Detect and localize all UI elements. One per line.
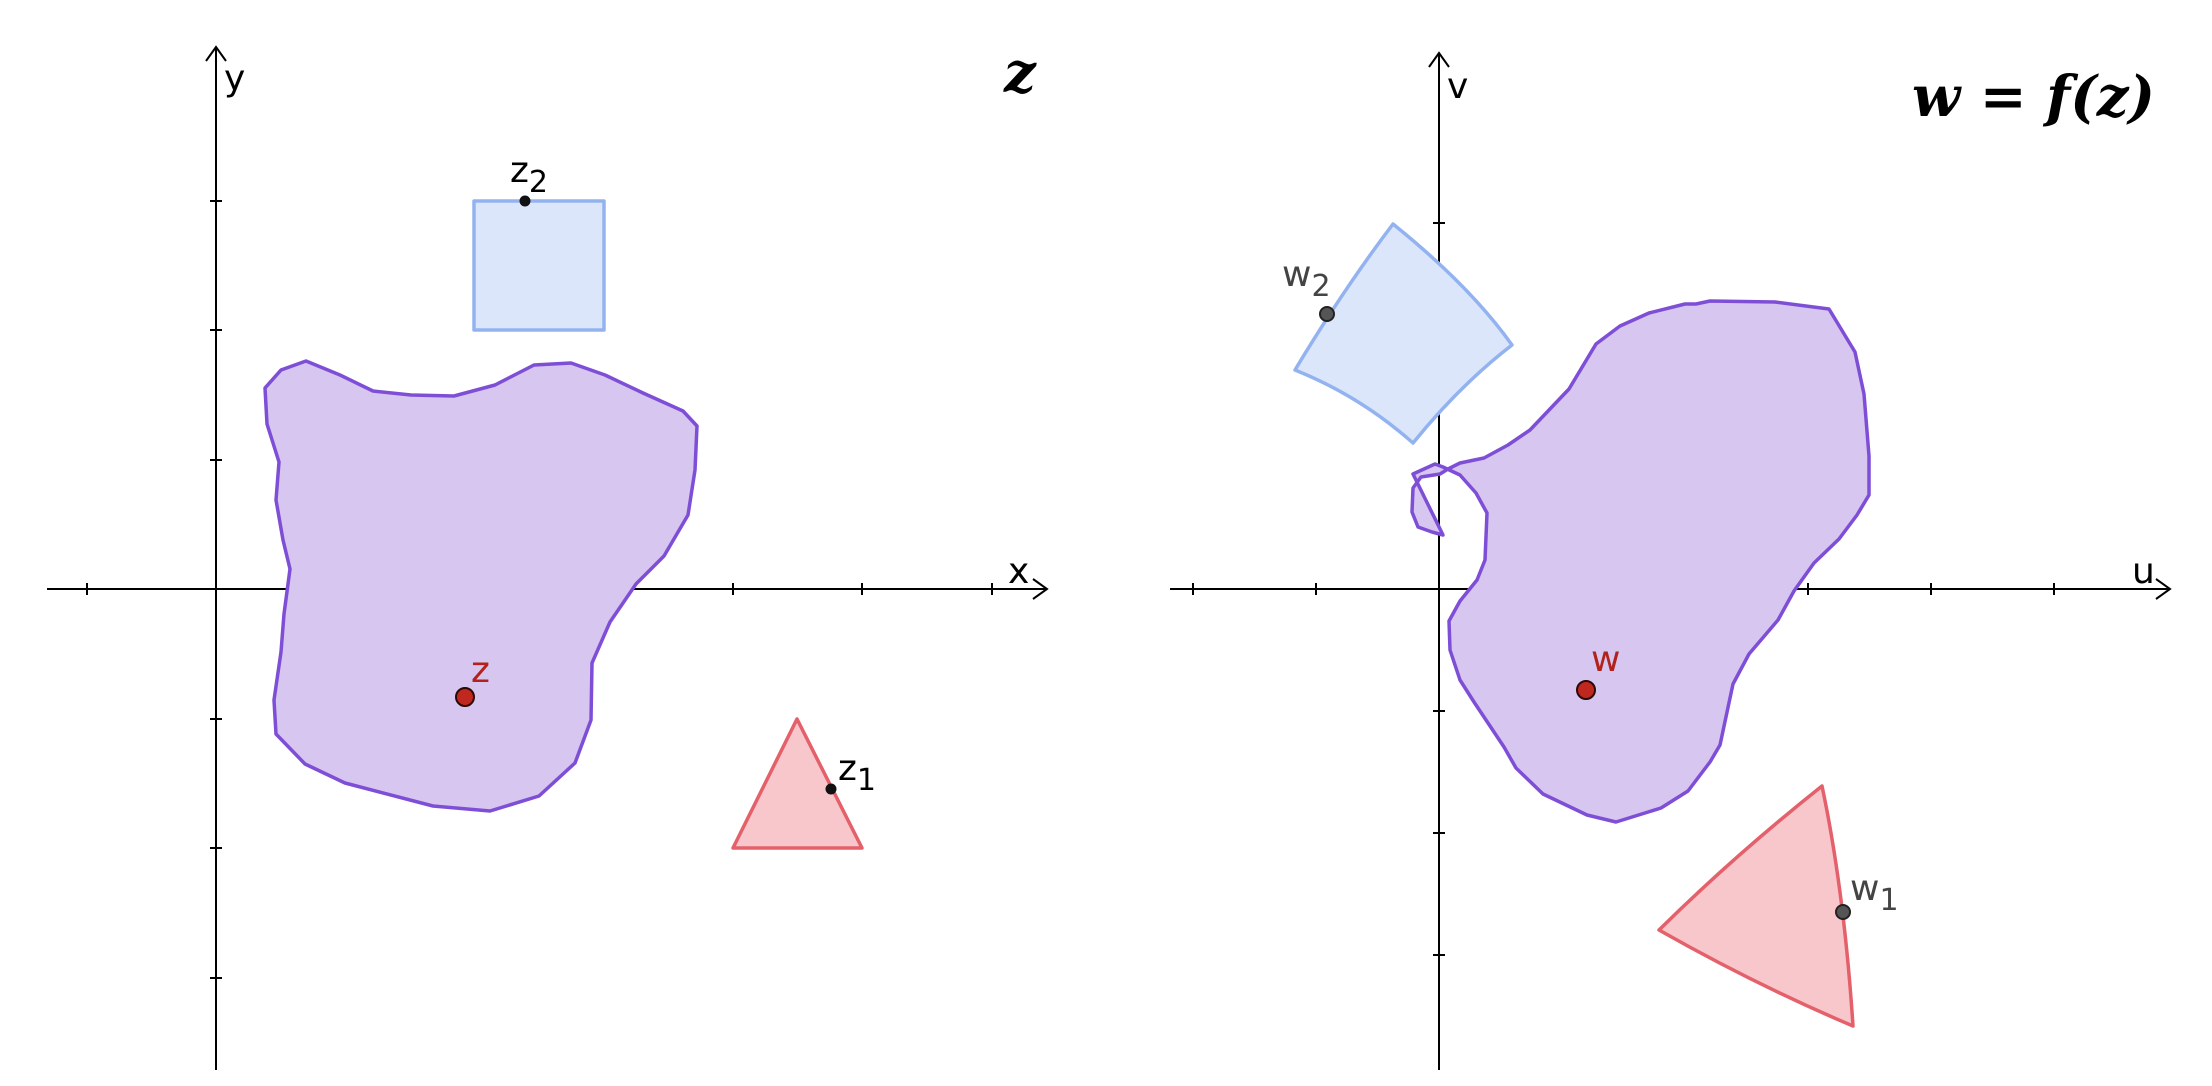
y-axis-ticks [210, 200, 222, 979]
blue-square-region [472, 199, 606, 332]
point-w-label: w [1591, 639, 1620, 680]
point-w [1576, 680, 1596, 700]
purple-region-image [1410, 299, 1871, 824]
v-axis-label: v [1447, 66, 1468, 107]
x-axis-label: x [1008, 551, 1029, 592]
y-axis-label: y [224, 58, 245, 99]
x-axis-arrow [1032, 578, 1049, 600]
panel-title-z: z [1003, 40, 1037, 106]
point-z2-label: z2 [510, 150, 548, 200]
z-plane-panel: x y z z2 z1 z [47, 40, 1049, 1070]
blue-curved-square-region [1293, 222, 1514, 445]
purple-region [263, 359, 699, 813]
v-axis-arrow [1428, 51, 1450, 68]
panel-title-w: w = f(z) [1912, 64, 2155, 130]
red-curved-triangle-region [1657, 784, 1855, 1028]
point-z2 [519, 195, 531, 207]
point-w1 [1835, 904, 1851, 920]
point-z1-label: z1 [838, 748, 876, 798]
point-z1 [825, 783, 837, 795]
y-axis-arrow [205, 45, 227, 62]
point-z [455, 687, 475, 707]
point-w2-label: w2 [1282, 254, 1331, 304]
point-w2 [1319, 306, 1335, 322]
u-axis-arrow [2155, 578, 2172, 600]
point-z-label: z [471, 650, 490, 691]
u-axis-label: u [2132, 551, 2155, 592]
point-w1-label: w1 [1850, 868, 1899, 918]
w-plane-panel: u v w = f(z) w2 w1 w [1170, 51, 2172, 1070]
red-triangle-region [731, 717, 864, 850]
